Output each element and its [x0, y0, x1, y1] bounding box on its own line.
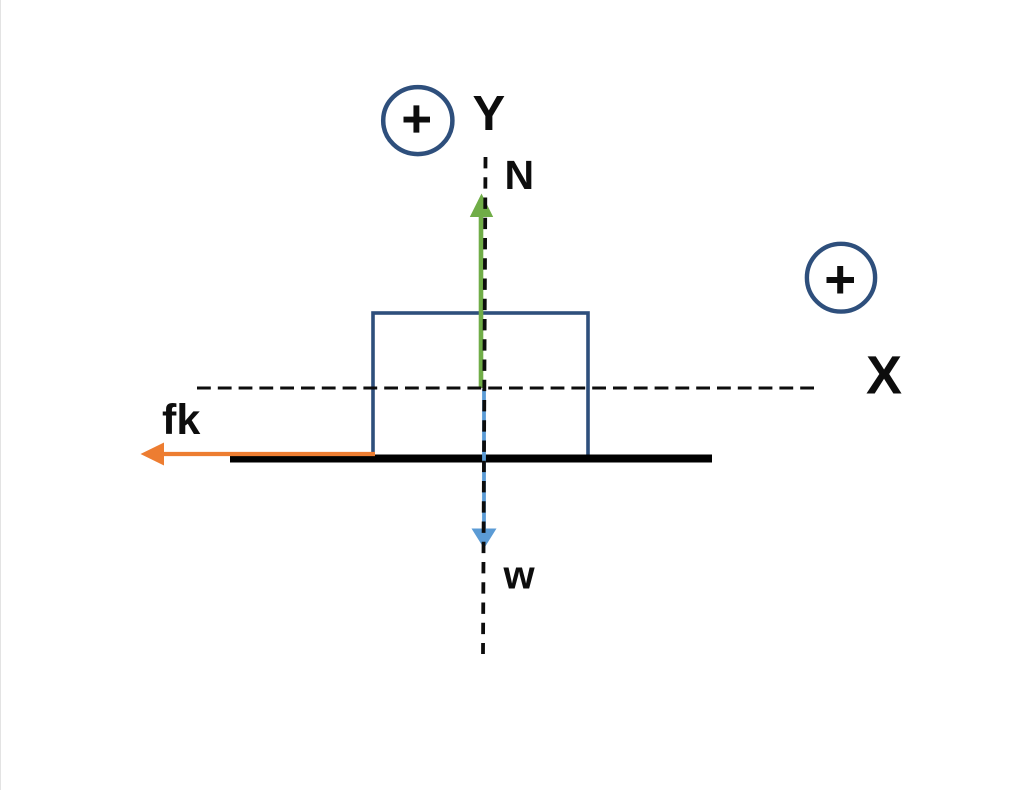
- svg-text:fk: fk: [162, 396, 200, 444]
- svg-text:w: w: [503, 554, 536, 598]
- svg-text:Y: Y: [473, 87, 506, 141]
- svg-text:N: N: [505, 152, 535, 198]
- svg-text:X: X: [866, 346, 902, 406]
